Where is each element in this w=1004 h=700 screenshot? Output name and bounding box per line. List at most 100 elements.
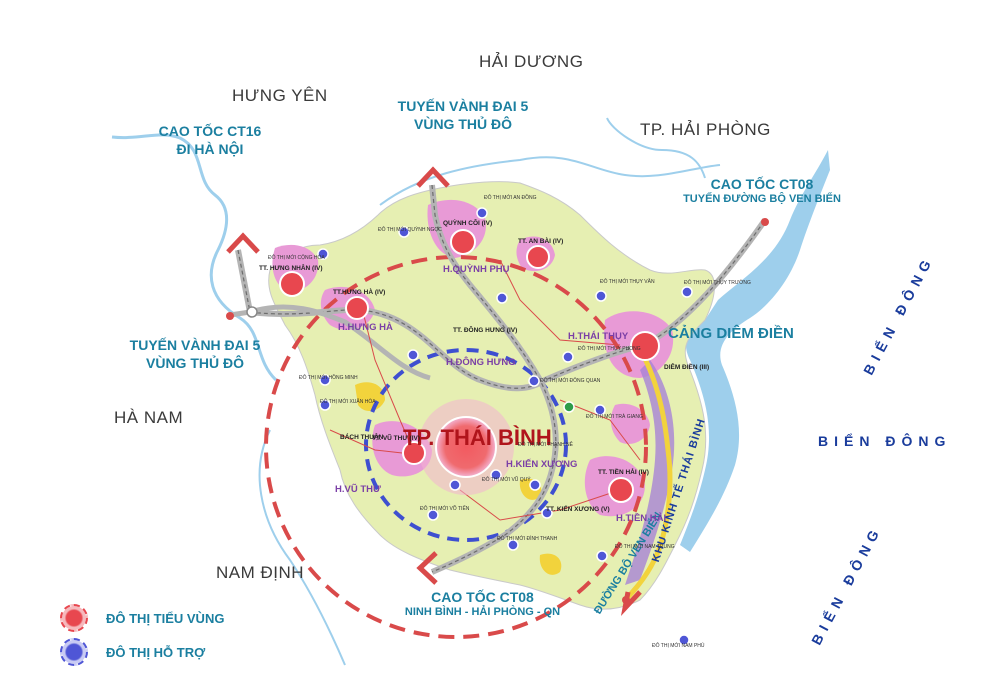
legend-regional-dot xyxy=(60,604,88,632)
regional-node xyxy=(526,245,550,269)
regional-node xyxy=(630,331,660,361)
town-hung-nhan: TT. HƯNG NHÂN (IV) xyxy=(259,265,323,272)
province-hai-duong: HẢI DƯƠNG xyxy=(479,52,584,71)
inner-ring xyxy=(364,348,568,542)
district-dong-hung: H.ĐÔNG HƯNG xyxy=(446,357,516,368)
label-xuan-hoa: ĐÔ THỊ MỚI XUÂN HÒA xyxy=(320,399,376,405)
support-node xyxy=(507,539,519,551)
district-thai-thuy: H.THÁI THỤY xyxy=(568,331,629,342)
district-hung-ha: H.HƯNG HÀ xyxy=(338,322,393,333)
regional-nodes xyxy=(279,229,660,503)
district-kien-xuong: H.KIẾN XƯƠNG xyxy=(506,459,578,470)
label-thuy-truong: ĐÔ THỊ MỚI THỤY TRƯỜNG xyxy=(684,280,751,286)
support-node xyxy=(449,479,461,491)
label-hong-minh: ĐÔ THỊ MỚI HỒNG MINH xyxy=(299,375,358,381)
ct08-s-line1: CAO TỐC CT08 xyxy=(431,589,534,605)
ct08-ne-line1: CAO TỐC CT08 xyxy=(710,176,814,192)
main-city-label: TP. THÁI BÌNH xyxy=(403,425,552,450)
town-bach-thuan: BÁCH THUẬN xyxy=(340,434,384,441)
support-node xyxy=(594,404,606,416)
provincial-road xyxy=(559,399,641,461)
support-node xyxy=(490,469,502,481)
province-hung-yen: HƯNG YÊN xyxy=(232,86,328,105)
label-quynh-ngoc: ĐÔ THỊ MỚI QUỲNH NGỌC xyxy=(378,227,442,233)
sea-east-center: BIỂN ĐÔNG xyxy=(818,433,952,449)
port-label: CẢNG DIÊM ĐIỀN xyxy=(668,325,794,342)
label-tra-giang: ĐÔ THỊ MỚI TRÀ GIANG xyxy=(586,414,643,420)
support-node xyxy=(476,207,488,219)
legend-regional-label: ĐÔ THỊ TIỂU VÙNG xyxy=(106,610,225,626)
support-node xyxy=(317,248,329,260)
town-tien-hai: TT. TIỀN HẢI (IV) xyxy=(598,469,649,476)
road-end-dots xyxy=(226,218,769,604)
province-ha-nam: HÀ NAM xyxy=(114,408,184,427)
town-kien-xuong: TT. KIẾN XƯƠNG (V) xyxy=(546,506,610,513)
legend-regional-urban: ĐÔ THỊ TIỂU VÙNG xyxy=(60,604,224,632)
support-node xyxy=(678,634,690,646)
ct08-ne-line2: TUYẾN ĐƯỜNG BỘ VEN BIỂN xyxy=(683,193,841,205)
north-river-2 xyxy=(606,117,706,179)
ring5-left-line1: TUYẾN VÀNH ĐAI 5 xyxy=(129,337,261,353)
ct08-s-line2: NINH BÌNH - HẢI PHÒNG - QN xyxy=(404,606,561,618)
support-node xyxy=(427,509,439,521)
label-an-dong: ĐÔ THỊ MỚI AN ĐỒNG xyxy=(484,195,537,201)
label-vu-quy: ĐÔ THỊ MỚI VŨ QUÝ xyxy=(482,477,531,483)
town-dong-hung: TT. ĐÔNG HƯNG (IV) xyxy=(453,327,518,334)
town-vu-thu: TT. VŨ THƯ (IV) xyxy=(372,435,421,442)
town-quynh-coi: QUỲNH CÔI (IV) xyxy=(443,220,493,227)
district-tien-hai: H.TIỀN HẢI xyxy=(616,513,667,524)
estuary-water xyxy=(680,150,830,552)
ct16-line1: CAO TỐC CT16 xyxy=(158,123,262,139)
label-thuy-van: ĐÔ THỊ MỚI THỤY VĂN xyxy=(600,279,655,285)
label-vo-tien: ĐÔ THỊ MỚI VÕ TIẾN xyxy=(420,506,470,512)
town-an-bai: TT. AN BÀI (IV) xyxy=(518,238,564,245)
district-quynh-phu: H.QUỲNH PHỤ xyxy=(443,264,510,275)
industrial-area xyxy=(539,553,562,575)
regional-node xyxy=(450,229,476,255)
town-diem-dien: DIÊM ĐIỀN (III) xyxy=(664,364,710,371)
label-ring5-left: TUYẾN VÀNH ĐAI 5 VÙNG THỦ ĐÔ xyxy=(120,336,270,372)
support-node xyxy=(398,226,410,238)
regional-node xyxy=(279,271,305,297)
support-node xyxy=(528,375,540,387)
support-node xyxy=(541,507,553,519)
ring5-left-line2: VÙNG THỦ ĐÔ xyxy=(146,355,244,371)
provincial-road xyxy=(359,299,416,456)
label-cong-hoa: ĐÔ THỊ MỚI CỘNG HÒA xyxy=(268,255,325,261)
label-ct08-south: CAO TỐC CT08 NINH BÌNH - HẢI PHÒNG - QN xyxy=(395,588,570,618)
label-nam-trung: ĐÔ THỊ MỚI NAM TRUNG xyxy=(615,544,675,550)
provincial-road xyxy=(459,489,621,521)
support-node xyxy=(529,479,541,491)
coastal-road xyxy=(623,343,673,602)
outer-ring xyxy=(264,255,648,639)
ring5-top-line2: VÙNG THỦ ĐÔ xyxy=(414,116,512,132)
support-node xyxy=(681,286,693,298)
label-thuy-phong: ĐÔ THỊ MỚI THỤY PHONG xyxy=(578,346,641,352)
ring5-top-line1: TUYẾN VÀNH ĐAI 5 xyxy=(397,98,529,114)
label-dong-quan: ĐÔ THỊ MỚI ĐÔNG QUAN xyxy=(540,378,601,384)
support-node xyxy=(595,290,607,302)
label-dinh-thanh: ĐÔ THỊ MỚI ĐÌNH THANH xyxy=(497,536,558,542)
ring-road-5 xyxy=(229,304,431,381)
label-ct08-ne: CAO TỐC CT08 TUYẾN ĐƯỜNG BỘ VEN BIỂN xyxy=(682,175,842,205)
label-ct16: CAO TỐC CT16 ĐI HÀ NỘI xyxy=(150,122,270,158)
town-hung-ha: TT.HƯNG HÀ (IV) xyxy=(333,289,386,296)
label-ring5-top: TUYẾN VÀNH ĐAI 5 VÙNG THỦ ĐÔ xyxy=(388,97,538,133)
west-river xyxy=(111,133,278,382)
legend-support-urban: ĐÔ THỊ HỖ TRỢ xyxy=(60,638,205,666)
regional-node xyxy=(608,477,634,503)
legend-support-dot xyxy=(60,638,88,666)
provincial-road xyxy=(499,259,621,346)
label-thanh-ne: ĐÔ THỊ MỚI THANH NÊ xyxy=(518,442,573,448)
support-node xyxy=(407,349,419,361)
support-node xyxy=(596,550,608,562)
regional-node xyxy=(345,296,369,320)
support-node xyxy=(562,351,574,363)
ct16-line2: ĐI HÀ NỘI xyxy=(176,141,244,157)
support-node xyxy=(496,292,508,304)
support-node xyxy=(319,399,331,411)
legend-support-label: ĐÔ THỊ HỖ TRỢ xyxy=(106,644,206,660)
south-river xyxy=(258,429,346,666)
regional-node xyxy=(402,441,426,465)
